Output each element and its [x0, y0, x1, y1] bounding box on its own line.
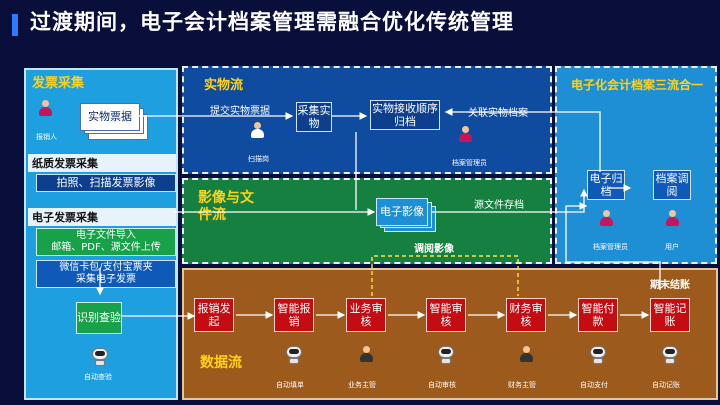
- auto-verify-label: 自动查验: [84, 373, 112, 381]
- step-5-actor-label: 财务主管: [508, 381, 536, 389]
- page-title: 过渡期间，电子会计档案管理需融合优化传统管理: [30, 10, 514, 34]
- scan-invoice-box: 拍照、扫描发票影像: [36, 174, 176, 192]
- verify-box: 识别查验: [76, 302, 122, 334]
- step-1-box: 报销发起: [194, 298, 234, 332]
- image-flow-header: 影像与文件流: [198, 190, 254, 223]
- scanner-person-icon: [250, 122, 264, 138]
- step-3-actor-label: 业务主管: [348, 381, 376, 389]
- arrow-period-end: [565, 202, 661, 290]
- reimburser-person-icon: [38, 100, 52, 116]
- step-3-person-icon: [359, 346, 373, 362]
- auto-verify-robot-icon: [90, 348, 110, 366]
- step-7-actor-label: 自动记账: [652, 381, 680, 389]
- step-2-actor-label: 自动填单: [276, 381, 304, 389]
- archive-manager-label: 档案管理员: [452, 159, 487, 167]
- step-3-box: 业务审核: [346, 298, 386, 332]
- step-6-actor-label: 自动支付: [580, 381, 608, 389]
- e-image-box: 电子影像: [376, 198, 428, 226]
- paper-invoice-header: 纸质发票采集: [28, 154, 176, 172]
- title-accent: [12, 14, 18, 36]
- physical-flow-header: 实物流: [204, 78, 244, 93]
- scanner-label: 扫描岗: [248, 155, 269, 163]
- step-2-robot-icon: [284, 346, 304, 364]
- e-accounting-panel: 电子化会计档案三流合一 电子归档 档案调阅 档案管理员 用户: [555, 66, 717, 264]
- wallet-invoice-box: 微信卡包/支付宝票夹 采集电子发票: [36, 260, 176, 288]
- image-flow-panel: 影像与文件流 电子影像 源文件存档 调阅影像: [182, 178, 552, 264]
- step-5-box: 财务审核: [506, 298, 546, 332]
- step-5-person-icon: [519, 346, 533, 362]
- period-end-label: 期末结账: [650, 280, 690, 291]
- reimburser-label: 报销人: [36, 133, 57, 141]
- e-invoice-header: 电子发票采集: [28, 208, 176, 226]
- physical-invoice-box: 实物票据: [80, 103, 140, 131]
- invoice-collection-panel: 发票采集 报销人 实物票据 纸质发票采集 拍照、扫描发票影像 电子发票采集 电子…: [24, 68, 178, 400]
- submit-physical-label: 提交实物票据: [210, 106, 270, 117]
- step-7-robot-icon: [660, 346, 680, 364]
- data-flow-panel: 期末结账 数据流: [182, 268, 718, 400]
- data-flow-header: 数据流: [200, 355, 242, 371]
- step-4-actor-label: 自动审核: [428, 381, 456, 389]
- collect-physical-box: 采集实物: [296, 102, 332, 132]
- link-archive-label: 关联实物档案: [468, 108, 528, 119]
- step-2-box: 智能报销: [274, 298, 314, 332]
- store-source-label: 源文件存档: [474, 200, 524, 211]
- step-4-robot-icon: [436, 346, 456, 364]
- invoice-collection-header: 发票采集: [32, 76, 85, 91]
- arrow-store-source: [432, 188, 588, 213]
- step-6-robot-icon: [588, 346, 608, 364]
- dashed-view-image: [371, 255, 519, 296]
- step-4-box: 智能审核: [426, 298, 466, 332]
- receive-archive-box: 实物接收顺序归档: [370, 100, 440, 130]
- e-file-import-box: 电子文件导入 邮箱、PDF、源文件上传: [36, 228, 176, 256]
- eacc-archive-manager-icon: [599, 210, 613, 226]
- physical-flow-panel: 实物流 提交实物票据 采集实物 扫描岗 实物接收顺序归档 档案管理员 关联实物档…: [182, 66, 552, 174]
- archive-manager-person-icon: [458, 126, 472, 142]
- e-archive-box: 电子归档: [587, 170, 625, 200]
- step-7-box: 智能记账: [650, 298, 690, 332]
- user-person-icon: [665, 210, 679, 226]
- eacc-archive-manager-label: 档案管理员: [593, 243, 628, 251]
- view-image-label: 调阅影像: [414, 244, 454, 255]
- step-6-box: 智能付款: [578, 298, 618, 332]
- e-accounting-header: 电子化会计档案三流合一: [570, 78, 703, 92]
- archive-consult-box: 档案调阅: [653, 170, 691, 200]
- user-label: 用户: [665, 243, 679, 251]
- arrow-link-archive: [444, 108, 601, 172]
